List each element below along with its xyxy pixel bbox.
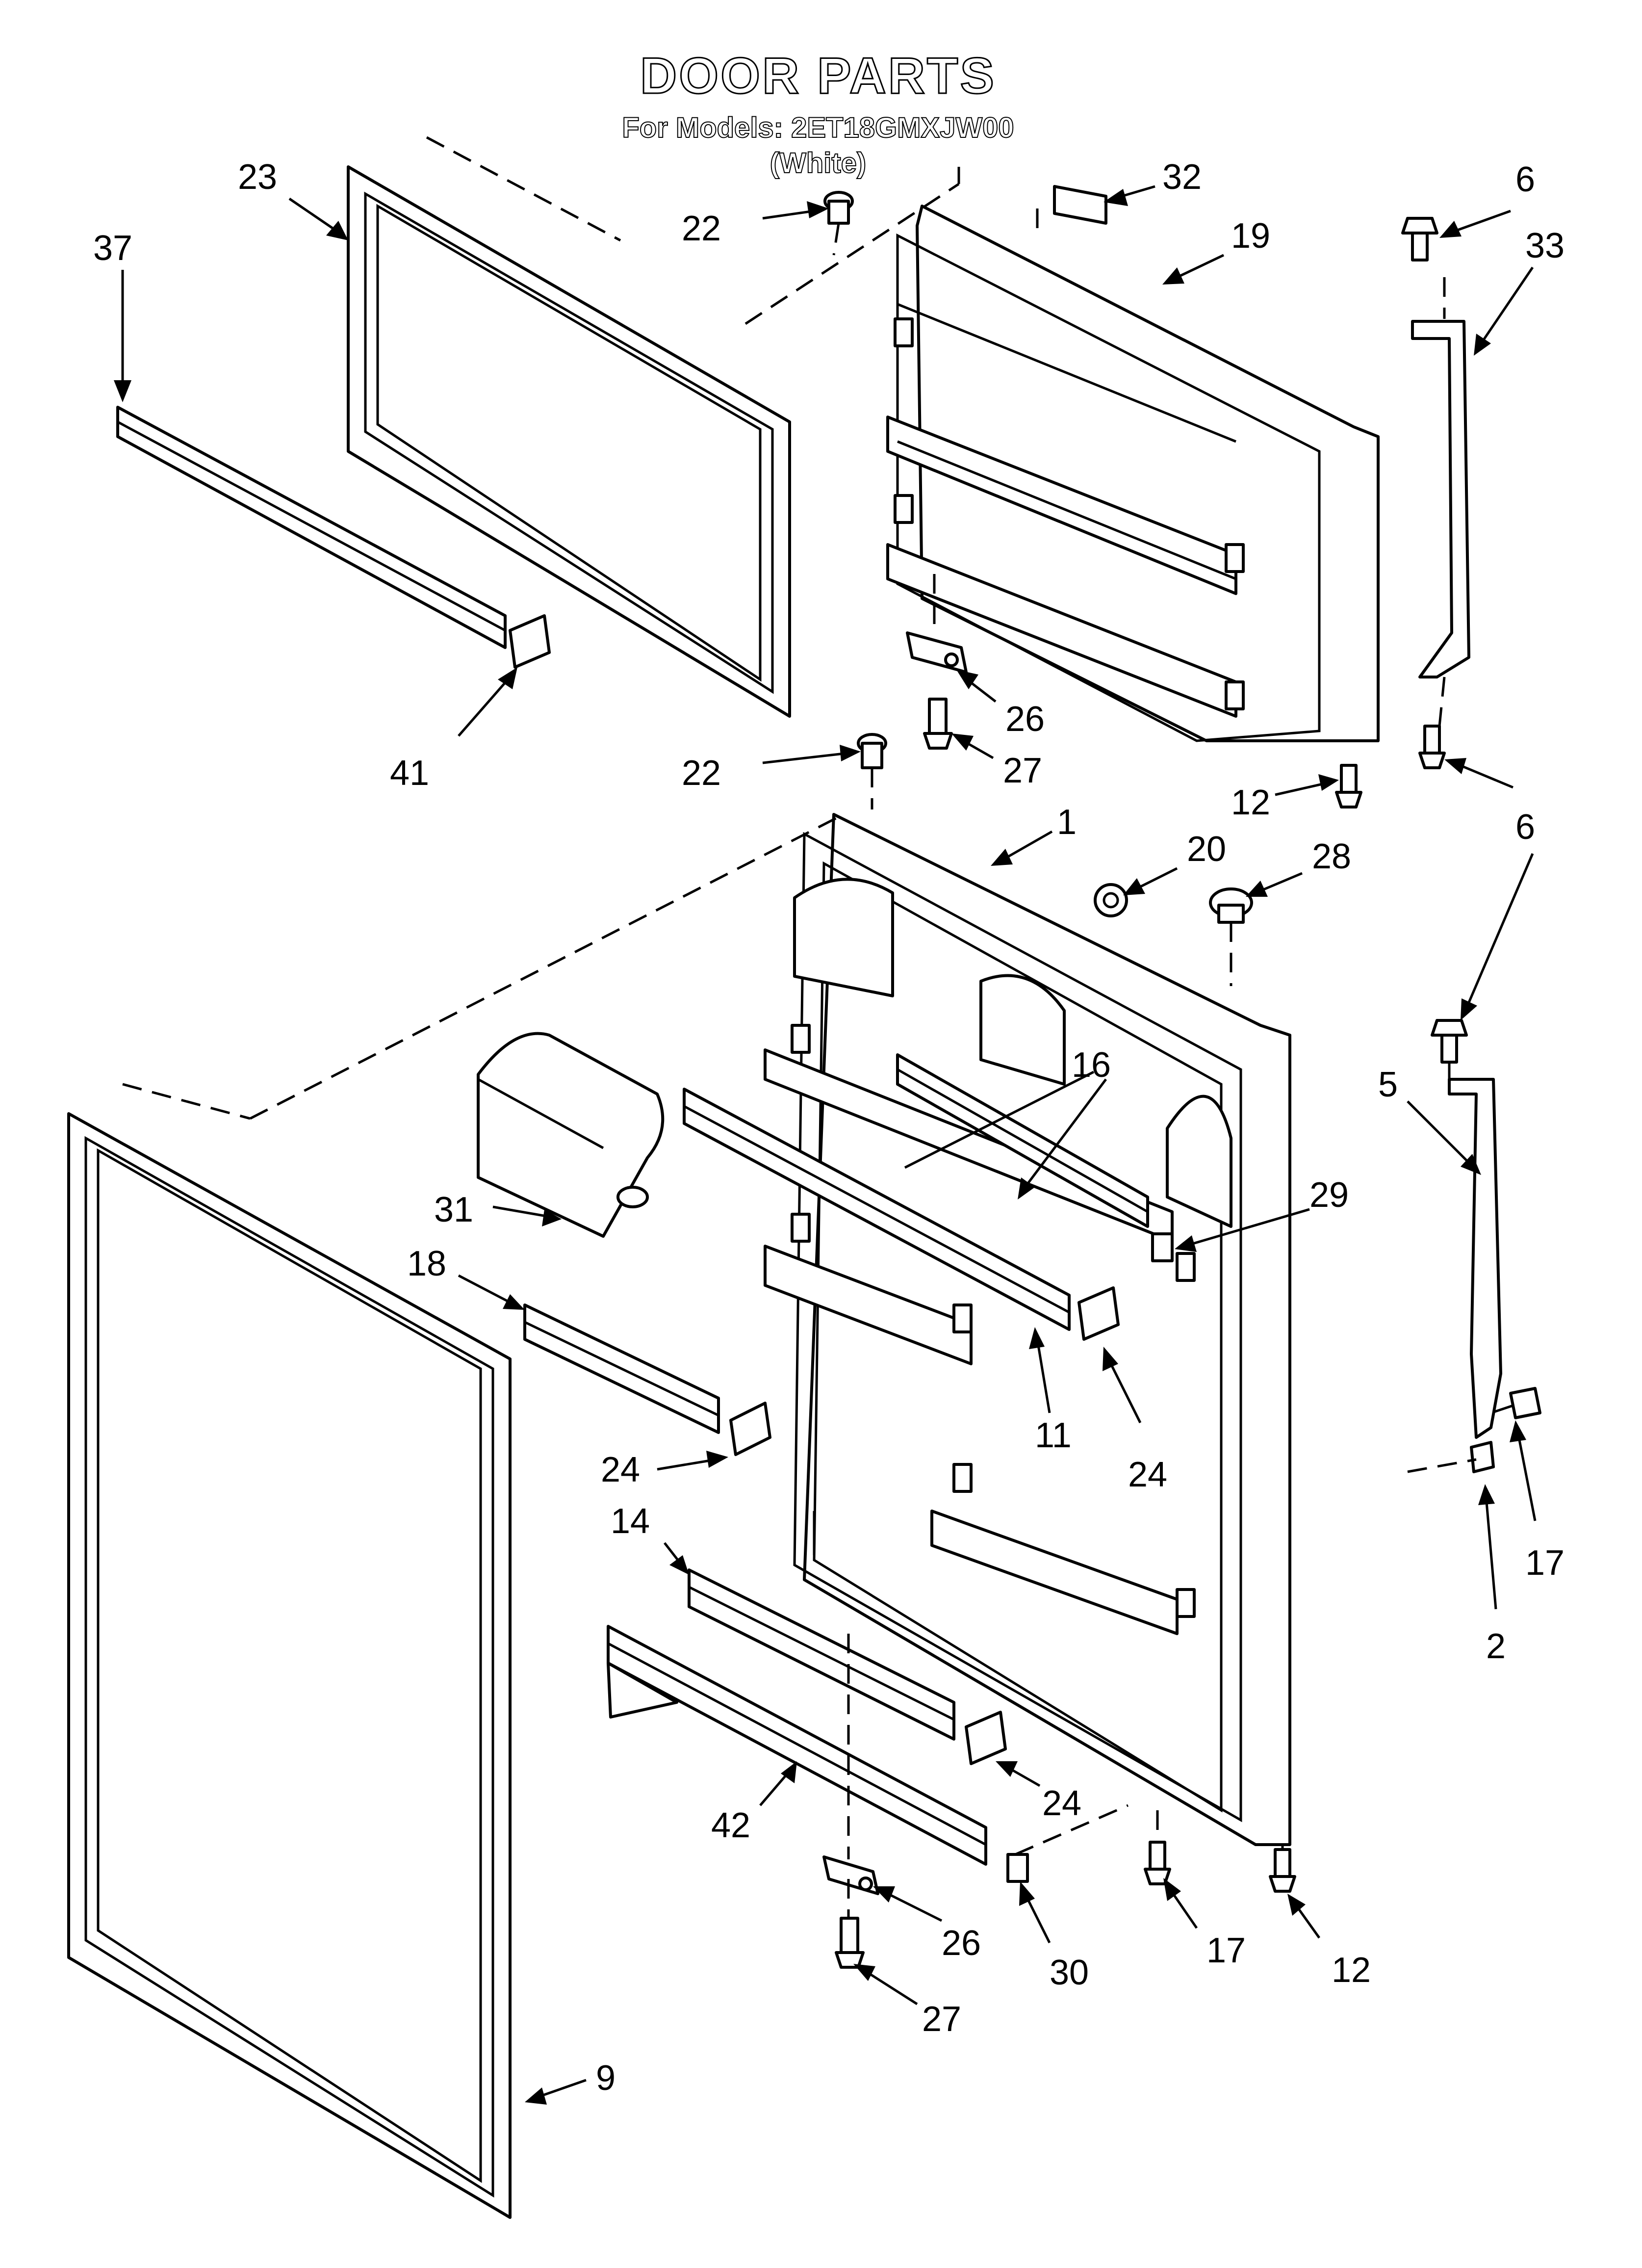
fresh-food-liner-1 bbox=[764, 813, 1291, 1846]
callout-27-top: 27 bbox=[1003, 751, 1042, 790]
screw-6-top bbox=[1401, 217, 1438, 261]
callout-32: 32 bbox=[1162, 157, 1202, 197]
callout-24-a: 24 bbox=[601, 1450, 640, 1489]
callout-27-bottom: 27 bbox=[922, 2000, 961, 2039]
spacer-2 bbox=[1470, 1441, 1495, 1473]
callout-33: 33 bbox=[1525, 226, 1565, 265]
screw-27-bottom bbox=[835, 1917, 865, 1969]
freezer-liner-19 bbox=[886, 205, 1380, 742]
screw-6-low bbox=[1431, 1019, 1468, 1064]
callout-17-side: 17 bbox=[1525, 1543, 1565, 1583]
callout-24-c: 24 bbox=[1042, 1784, 1081, 1823]
callout-17-bottom: 17 bbox=[1206, 1931, 1246, 1970]
callout-14: 14 bbox=[611, 1502, 650, 1541]
callout-41: 41 bbox=[390, 754, 429, 793]
clip-24-b bbox=[1078, 1286, 1120, 1341]
upper-hinge-33 bbox=[1411, 320, 1470, 678]
callout-22-mid: 22 bbox=[682, 754, 721, 793]
dairy-door-31 bbox=[477, 1032, 665, 1238]
callout-29: 29 bbox=[1309, 1175, 1349, 1215]
trim-11 bbox=[683, 1088, 1071, 1331]
callout-26-bottom: 26 bbox=[942, 1924, 981, 1963]
trim-16 bbox=[896, 1053, 1149, 1228]
callout-18: 18 bbox=[407, 1244, 446, 1283]
callout-16: 16 bbox=[1072, 1045, 1111, 1085]
color-line: (White) bbox=[770, 147, 867, 179]
bracket-26-bottom bbox=[822, 1855, 879, 1895]
callout-2: 2 bbox=[1486, 1627, 1506, 1666]
endcap-29 bbox=[1151, 1232, 1174, 1262]
callout-6-top: 6 bbox=[1515, 160, 1535, 199]
screw-17-side bbox=[1490, 1387, 1541, 1419]
hinge-pin-22-top bbox=[823, 191, 854, 225]
title-block: DOOR PARTS For Models: 2ET18GMXJW00 (Whi… bbox=[621, 47, 1014, 180]
callout-30: 30 bbox=[1050, 1953, 1089, 1992]
callout-22-top: 22 bbox=[682, 209, 721, 248]
clip-41 bbox=[509, 614, 551, 669]
screw-12-bottom bbox=[1269, 1848, 1296, 1893]
callout-12-bottom: 12 bbox=[1332, 1951, 1371, 1990]
callout-5: 5 bbox=[1378, 1065, 1398, 1104]
freezer-gasket-23 bbox=[347, 165, 791, 718]
hinge-pin-22-mid bbox=[857, 733, 887, 769]
callout-26-top: 26 bbox=[1005, 700, 1045, 739]
assembly-lines bbox=[122, 136, 1477, 1918]
callout-31: 31 bbox=[434, 1190, 473, 1229]
screw-12-top bbox=[1335, 764, 1362, 808]
clip-24-a bbox=[729, 1402, 771, 1456]
callout-42: 42 bbox=[711, 1806, 750, 1845]
clip-24-c bbox=[965, 1711, 1007, 1765]
plug-28 bbox=[1209, 887, 1253, 924]
callout-19: 19 bbox=[1231, 216, 1270, 256]
callout-37: 37 bbox=[93, 229, 132, 268]
freezer-trim-37 bbox=[116, 406, 507, 649]
screw-27-top bbox=[923, 698, 953, 750]
callout-11: 11 bbox=[1035, 1416, 1072, 1455]
screw-17-bottom bbox=[1144, 1841, 1171, 1885]
callout-28: 28 bbox=[1312, 837, 1351, 876]
models-line: For Models: 2ET18GMXJW00 bbox=[622, 112, 1014, 144]
callouts: 23 37 41 22 32 19 6 33 26 27 bbox=[93, 157, 1565, 2105]
callout-20: 20 bbox=[1187, 830, 1226, 869]
callout-1: 1 bbox=[1057, 803, 1077, 842]
cap-20 bbox=[1094, 883, 1128, 917]
callout-9: 9 bbox=[596, 2059, 616, 2098]
callout-12-top: 12 bbox=[1231, 783, 1270, 822]
trim-14 bbox=[688, 1568, 955, 1741]
label-32 bbox=[1053, 185, 1107, 225]
endcap-30 bbox=[1006, 1853, 1029, 1883]
diagram-title: DOOR PARTS bbox=[640, 48, 996, 104]
trim-18 bbox=[523, 1303, 720, 1434]
lower-hinge-5 bbox=[1448, 1078, 1502, 1439]
callout-24-b: 24 bbox=[1128, 1455, 1167, 1494]
fresh-food-gasket-9 bbox=[67, 1112, 512, 2219]
callout-6-mid: 6 bbox=[1515, 808, 1535, 847]
callout-23: 23 bbox=[238, 157, 277, 197]
screw-6-mid bbox=[1418, 725, 1446, 769]
trim-42 bbox=[607, 1625, 987, 1866]
bracket-26-top bbox=[906, 631, 968, 674]
